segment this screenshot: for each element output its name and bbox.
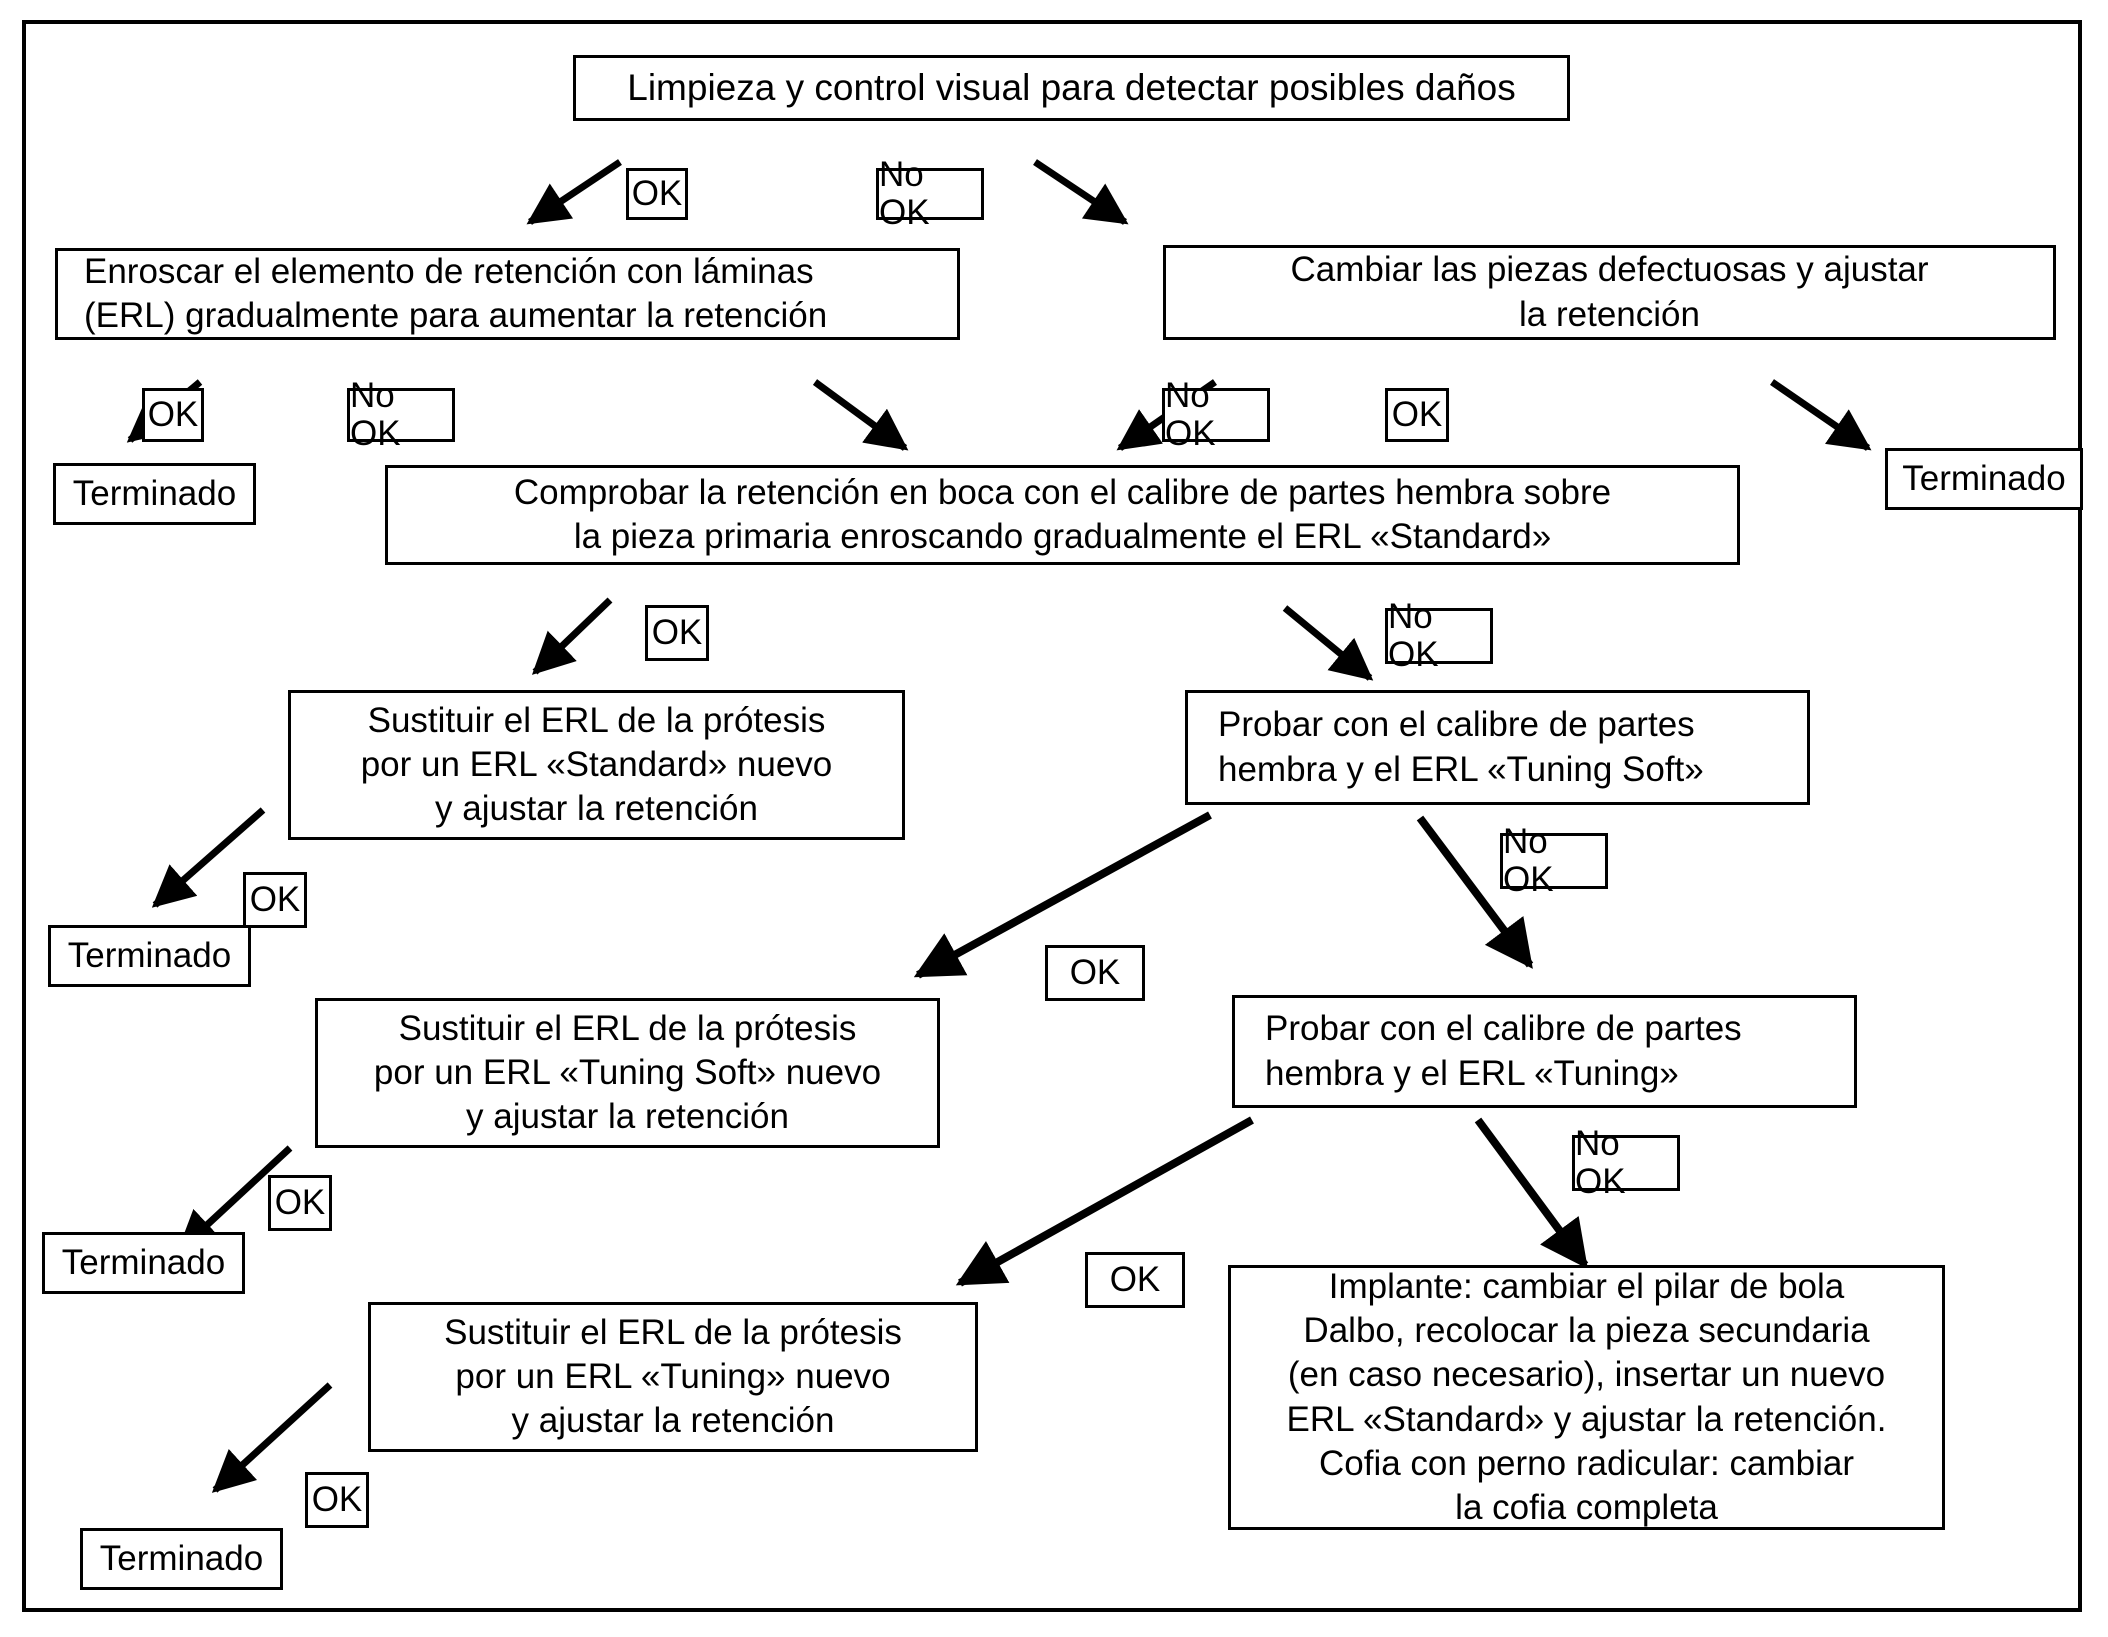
edge-label-ok-6: OK bbox=[1045, 945, 1145, 1001]
node-implante-cofia[interactable]: Implante: cambiar el pilar de bola Dalbo… bbox=[1228, 1265, 1945, 1530]
edge-label-text: No OK bbox=[879, 154, 930, 232]
node-sustituir-erl-tuning[interactable]: Sustituir el ERL de la prótesis por un E… bbox=[368, 1302, 978, 1452]
edge-label-nook-6: No OK bbox=[1572, 1124, 1680, 1201]
node-probar-soft-line2: hembra y el ERL «Tuning Soft» bbox=[1218, 749, 1704, 789]
edge-label-nook-5: No OK bbox=[1500, 822, 1608, 899]
terminal-label: Terminado bbox=[61, 1243, 226, 1282]
edge-label-text: OK bbox=[249, 879, 301, 919]
node-comprobar-retencion[interactable]: Comprobar la retención en boca con el ca… bbox=[385, 465, 1740, 565]
edge-label-nook-3: No OK bbox=[1162, 376, 1270, 453]
edge-label-nook-2: No OK bbox=[347, 376, 455, 453]
edge-label-text: OK bbox=[1069, 952, 1121, 992]
edge-label-ok-4: OK bbox=[645, 605, 709, 661]
edge-label-text: OK bbox=[147, 394, 199, 434]
node-probar-tuning-line1: Probar con el calibre de partes bbox=[1265, 1009, 1742, 1049]
node-cambiar-piezas-line1: Cambiar las piezas defectuosas y ajustar bbox=[1290, 250, 1929, 290]
edge-label-ok-1: OK bbox=[626, 168, 688, 220]
edge-label-text: No OK bbox=[1388, 596, 1439, 674]
edge-label-text: OK bbox=[631, 173, 683, 213]
node-probar-soft-line1: Probar con el calibre de partes bbox=[1218, 705, 1695, 745]
edge-label-text: No OK bbox=[1503, 821, 1554, 899]
node-sust-standard-line2: por un ERL «Standard» nuevo bbox=[360, 744, 833, 784]
node-cambiar-piezas[interactable]: Cambiar las piezas defectuosas y ajustar… bbox=[1163, 245, 2056, 340]
node-implante-line5: Cofia con perno radicular: cambiar bbox=[1319, 1443, 1854, 1483]
node-sustituir-erl-tuning-soft[interactable]: Sustituir el ERL de la prótesis por un E… bbox=[315, 998, 940, 1148]
node-sust-tuning-line3: y ajustar la retención bbox=[511, 1401, 835, 1441]
node-start[interactable]: Limpieza y control visual para detectar … bbox=[573, 55, 1570, 121]
edge-label-text: OK bbox=[311, 1479, 363, 1519]
node-probar-tuning[interactable]: Probar con el calibre de partes hembra y… bbox=[1232, 995, 1857, 1108]
edge-label-ok-9: OK bbox=[305, 1472, 369, 1528]
edge-label-text: No OK bbox=[1165, 375, 1216, 453]
edge-label-ok-2: OK bbox=[142, 388, 204, 442]
node-implante-line4: ERL «Standard» y ajustar la retención. bbox=[1286, 1399, 1887, 1439]
node-implante-line2: Dalbo, recolocar la pieza secundaria bbox=[1303, 1311, 1870, 1351]
node-comprobar-line1: Comprobar la retención en boca con el ca… bbox=[513, 472, 1612, 512]
edge-label-text: OK bbox=[1391, 394, 1443, 434]
node-enroscar-erl-line2: (ERL) gradualmente para aumentar la rete… bbox=[84, 296, 828, 335]
edge-label-text: No OK bbox=[350, 375, 401, 453]
node-sust-tuning-line1: Sustituir el ERL de la prótesis bbox=[444, 1312, 902, 1352]
node-enroscar-erl-line1: Enroscar el elemento de retención con lá… bbox=[84, 251, 814, 291]
edge-label-ok-8: OK bbox=[1085, 1252, 1185, 1308]
terminal-label: Terminado bbox=[67, 936, 232, 975]
edge-label-text: OK bbox=[651, 612, 703, 652]
terminal-label: Terminado bbox=[1902, 459, 2066, 498]
node-probar-tuning-soft[interactable]: Probar con el calibre de partes hembra y… bbox=[1185, 690, 1810, 805]
terminal-terminado-2[interactable]: Terminado bbox=[1885, 448, 2083, 510]
terminal-label: Terminado bbox=[99, 1539, 264, 1578]
edge-label-ok-5: OK bbox=[243, 872, 307, 928]
node-implante-line3: (en caso necesario), insertar un nuevo bbox=[1287, 1355, 1886, 1395]
node-sust-soft-line1: Sustituir el ERL de la prótesis bbox=[398, 1008, 857, 1048]
node-comprobar-line2: la pieza primaria enroscando gradualment… bbox=[573, 517, 1552, 556]
node-sustituir-erl-standard[interactable]: Sustituir el ERL de la prótesis por un E… bbox=[288, 690, 905, 840]
terminal-terminado-1[interactable]: Terminado bbox=[53, 463, 256, 525]
node-sust-tuning-line2: por un ERL «Tuning» nuevo bbox=[455, 1356, 891, 1396]
node-sust-soft-line2: por un ERL «Tuning Soft» nuevo bbox=[373, 1052, 882, 1092]
edge-label-text: No OK bbox=[1575, 1123, 1626, 1201]
edge-label-text: OK bbox=[1109, 1259, 1161, 1299]
node-sust-soft-line3: y ajustar la retención bbox=[466, 1097, 789, 1137]
diagram-frame bbox=[22, 20, 2082, 1612]
edge-label-ok-3: OK bbox=[1385, 388, 1449, 442]
edge-label-text: OK bbox=[274, 1182, 326, 1222]
node-sust-standard-line3: y ajustar la retención bbox=[435, 789, 758, 829]
terminal-terminado-5[interactable]: Terminado bbox=[80, 1528, 283, 1590]
edge-label-nook-4: No OK bbox=[1385, 597, 1493, 674]
node-implante-line6: la cofia completa bbox=[1455, 1487, 1718, 1527]
node-enroscar-erl[interactable]: Enroscar el elemento de retención con lá… bbox=[55, 248, 960, 340]
terminal-label: Terminado bbox=[72, 474, 237, 513]
node-cambiar-piezas-line2: la retención bbox=[1519, 294, 1700, 334]
terminal-terminado-3[interactable]: Terminado bbox=[48, 925, 251, 987]
node-probar-tuning-line2: hembra y el ERL «Tuning» bbox=[1265, 1053, 1679, 1093]
edge-label-ok-7: OK bbox=[268, 1175, 332, 1231]
node-implante-line1: Implante: cambiar el pilar de bola bbox=[1328, 1267, 1845, 1307]
edge-label-nook-1: No OK bbox=[876, 155, 984, 232]
terminal-terminado-4[interactable]: Terminado bbox=[42, 1232, 245, 1294]
node-start-label: Limpieza y control visual para detectar … bbox=[627, 66, 1516, 108]
node-sust-standard-line1: Sustituir el ERL de la prótesis bbox=[367, 700, 826, 740]
